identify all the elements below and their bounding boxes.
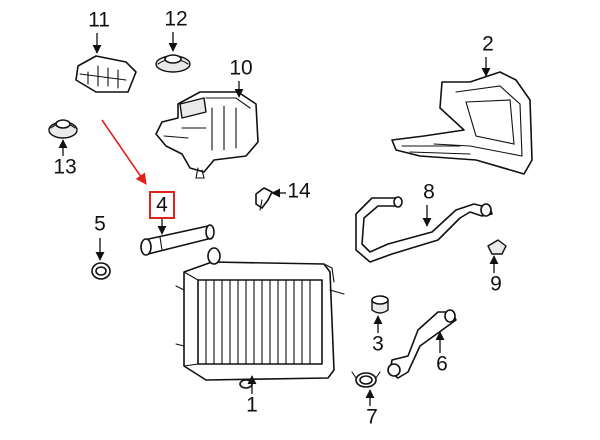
callout-12: 12 [164,8,188,52]
svg-text:12: 12 [164,8,187,31]
svg-text:4: 4 [156,194,168,217]
svg-text:10: 10 [229,57,252,80]
callout-4: 4 [149,191,175,235]
callout-3: 3 [372,315,384,356]
svg-text:5: 5 [94,213,106,236]
part-13-cap [48,119,78,139]
svg-text:13: 13 [53,156,76,179]
svg-text:14: 14 [287,180,311,203]
callout-5: 5 [94,213,106,261]
part-14-sensor [255,187,273,211]
svg-text:2: 2 [482,33,494,56]
callout-1: 1 [246,375,258,417]
part-3-grommet [371,295,389,314]
svg-text:1: 1 [246,394,258,417]
callout-10: 10 [229,57,253,98]
callout-13: 13 [53,139,77,179]
callout-9: 9 [489,255,502,296]
part-4-hose [140,224,215,256]
part-8-hose [355,196,493,263]
callout-2: 2 [481,33,494,77]
part-11-bracket [75,55,137,93]
callout-11: 11 [88,9,110,54]
part-12-cap [155,54,191,73]
callout-8: 8 [422,181,435,227]
part-2-shroud [391,71,533,175]
callout-6: 6 [435,331,448,376]
part-6-hose [387,309,457,379]
svg-text:7: 7 [366,406,378,429]
part-9-clip [487,239,507,255]
svg-text:3: 3 [372,333,384,356]
highlight-arrow [101,119,147,185]
callout-7: 7 [365,389,378,429]
part-10-reservoir [155,91,259,179]
part-1-radiator [175,247,345,389]
svg-text:11: 11 [88,9,110,32]
svg-text:9: 9 [490,273,502,296]
svg-text:8: 8 [423,181,435,204]
part-7-clamp [351,371,381,388]
radiator-fins [205,279,311,365]
callout-14: 14 [271,180,311,203]
svg-text:6: 6 [436,353,448,376]
part-5-clamp [91,262,111,280]
